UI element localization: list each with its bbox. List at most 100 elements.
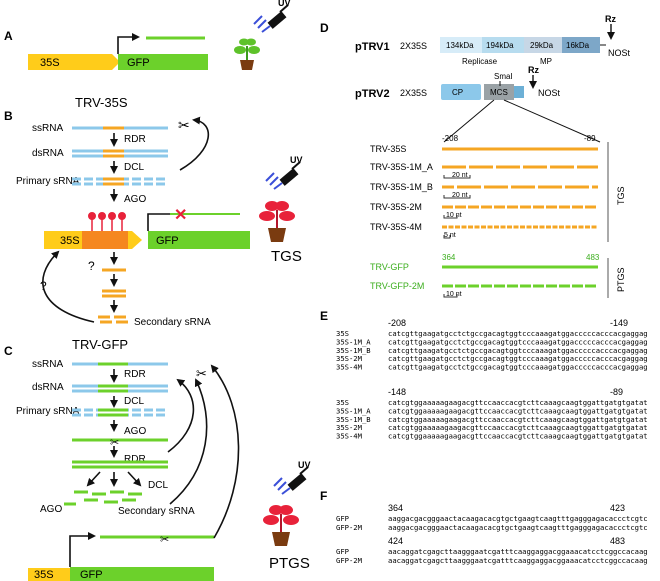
ptrv1-nos: NOSt: [608, 48, 631, 58]
red-plant-icon-b: [259, 201, 295, 242]
primary-srna-label-c: Primary sRNA: [16, 406, 80, 417]
cgfp2m-name: TRV-GFP-2M: [370, 281, 424, 291]
align-f-b1-row-name: GFP: [336, 514, 349, 523]
ptrv2-nos: NOSt: [538, 88, 561, 98]
gfp-box-c: [70, 567, 214, 581]
align-e-b2-row-name: 35S: [336, 398, 349, 407]
tgs-label: TGS: [271, 248, 302, 265]
cgfp-name: TRV-GFP: [370, 262, 409, 272]
panel-d: pTRV1 2X35S 134kDa 194kDa 29kDa 16kDa Rz…: [355, 14, 631, 298]
ptrv2-cp: CP: [452, 88, 463, 97]
ptrv1-29kda: 29kDa: [530, 41, 554, 50]
green-plant-icon: [234, 38, 260, 70]
align-f-b2-end: 483: [610, 536, 625, 546]
align-e-b1-row-name: 35S: [336, 329, 349, 338]
align-f-b2-start: 424: [388, 536, 403, 546]
ptrv1-promoter: 2X35S: [400, 41, 427, 51]
panel-e-label: E: [320, 309, 328, 323]
c4m-scale: 5 nt: [444, 232, 456, 239]
panel-c: TRV-GFP ssRNA RDR dsRNA DCL Primary sRNA…: [16, 337, 311, 581]
trv35s-title: TRV-35S: [75, 95, 128, 110]
ptrv1-16kda: 16kDa: [566, 41, 590, 50]
cgfp-end: 483: [586, 253, 600, 262]
panel-a: 35S GFP UV: [28, 0, 291, 70]
align-f-b2-row-name: GFP-2M: [336, 556, 363, 565]
ssrna-label-c: ssRNA: [32, 359, 63, 370]
c4m-name: TRV-35S-4M: [370, 222, 422, 232]
ago-label-c2: AGO: [40, 504, 62, 515]
align-f-b1-row-seq: aaggacgacgggaactacaagacacgtgctgaagtcaagt…: [388, 523, 648, 532]
panel-b: TRV-35S ssRNA RDR dsRNA DCL Primary sRNA…: [16, 95, 303, 328]
align-e-b2-start: -148: [388, 387, 406, 397]
align-f-b1-end: 423: [610, 503, 625, 513]
scissors-icon-c2: ✂: [160, 534, 169, 546]
secondary-srna-cluster: [64, 490, 142, 506]
uv-lamp-icon-b: UV: [265, 155, 303, 190]
align-f-b2-row-name: GFP: [336, 547, 349, 556]
align-f-b2-row-seq: aacaggatcgagcttaagggaatcgatttcaaggaggacg…: [388, 556, 648, 565]
panel-a-label: A: [4, 29, 13, 43]
promoter-35s-label-b: 35S: [60, 235, 80, 247]
align-e-b1-row-name: 35S-1M_A: [336, 337, 371, 346]
ptrv2-smai: SmaI: [494, 72, 513, 81]
align-e-b2-row-name: 35S-1M_B: [336, 415, 371, 424]
transcription-arrow: [117, 33, 140, 54]
panel-b-label: B: [4, 109, 13, 123]
scissors-icon-b: ✂: [178, 117, 190, 133]
align-e-b1-start: -208: [388, 318, 406, 328]
trvgfp-title: TRV-GFP: [72, 337, 128, 352]
panel-c-label: C: [4, 344, 13, 358]
c2m-scale: 10 nt: [446, 212, 462, 219]
svg-text:UV: UV: [290, 155, 303, 165]
align-f-b1-start: 364: [388, 503, 403, 513]
align-e-b1-row-seq: catcgttgaagatgcctctgccgacagtggtcccaaagat…: [388, 329, 648, 338]
align-e-b1-row-seq: catcgttgaagatgcctctgccgacagtggtcccaaagat…: [388, 346, 648, 355]
ago-label-b: AGO: [124, 194, 146, 205]
align-e-b1-row-seq: catcgttgaagatgcctctgccgacagtggtcccaaagat…: [388, 354, 648, 363]
ptrv2-rz: Rz: [528, 65, 539, 75]
align-e-b2-row-seq: catcgtggaaaaagaagacgttccaaccacgtcttcaaag…: [388, 398, 648, 407]
rdr-label-c2: RDR: [124, 454, 146, 465]
secondary-srna-label-b: Secondary sRNA: [134, 317, 211, 328]
align-e-b1-row-name: 35S-4M: [336, 363, 363, 372]
align-e-b1-row-seq: catcgttgaagatgcctctgccgacagtggtcccaaagat…: [388, 363, 648, 372]
secondary-srna-label-c: Secondary sRNA: [118, 506, 195, 517]
promoter-35s-label-c: 35S: [34, 569, 54, 581]
ptrv1-replicase: Replicase: [462, 57, 498, 66]
c1ma-scale: 20 nt: [452, 172, 468, 179]
gfp-box-b: [148, 231, 250, 249]
rdr-label-b: RDR: [124, 134, 146, 145]
panel-f-label: F: [320, 489, 327, 503]
primary-srna-label-b: Primary sRNA: [16, 176, 80, 187]
align-f-b2-row-seq: aacaggatcgagcttaagggaatcgatttcaaggaggacg…: [388, 547, 648, 556]
gfp-box: [118, 54, 208, 70]
cgfp-start: 364: [442, 253, 456, 262]
align-e-b2-row-seq: catcgtggaaaaagaagacgttccaaccacgtcttcaaag…: [388, 432, 648, 441]
tgs-side-label: TGS: [616, 186, 626, 205]
ptrv2-label: pTRV2: [355, 88, 390, 100]
ssrna-label: ssRNA: [32, 123, 63, 134]
ptrv1-label: pTRV1: [355, 41, 390, 53]
align-e-b2-row-seq: catcgtggaaaaagaagacgttccaaccacgtcttcaaag…: [388, 423, 648, 432]
promoter-35s-box: [28, 54, 120, 70]
gfp-label: GFP: [127, 57, 150, 69]
align-e-b2-row-seq: catcgtggaaaaagaagacgttccaaccacgtcttcaaag…: [388, 406, 648, 415]
svg-text:UV: UV: [298, 460, 311, 470]
methylated-35s-region: [82, 231, 128, 249]
cgfp2m-scale: 10 nt: [446, 291, 462, 298]
ptgs-label: PTGS: [269, 555, 310, 572]
align-e-b1-row-name: 35S-2M: [336, 354, 363, 363]
c1mb-name: TRV-35S-1M_B: [370, 182, 433, 192]
rdr-label-c1: RDR: [124, 369, 146, 380]
c35s-end: -89: [584, 134, 596, 143]
ago-label-c1: AGO: [124, 426, 146, 437]
c35s-name: TRV-35S: [370, 144, 406, 154]
align-f-b1-row-seq: aaggacgacgggaactacaagacacgtgctgaagtcaagt…: [388, 514, 648, 523]
ptrv1-mp: MP: [540, 57, 552, 66]
c2m-name: TRV-35S-2M: [370, 202, 422, 212]
blocked-x-icon: ✕: [174, 207, 187, 224]
